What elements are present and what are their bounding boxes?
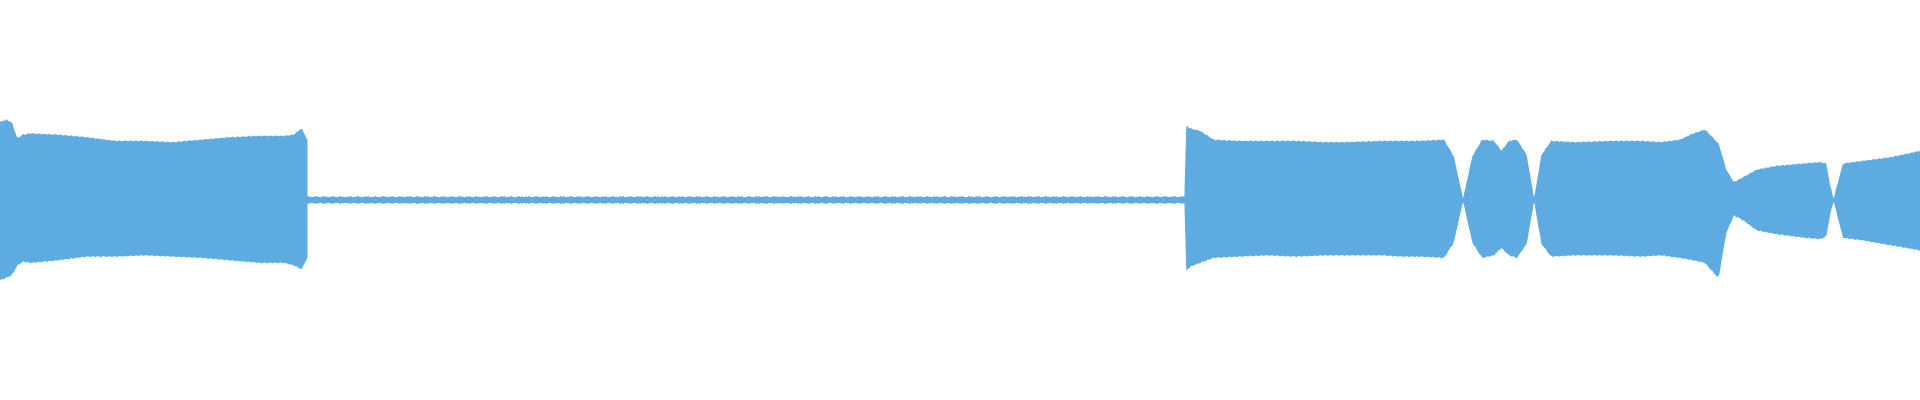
waveform-segment-1 bbox=[0, 119, 308, 281]
waveform-segment-3 bbox=[1184, 125, 1920, 277]
